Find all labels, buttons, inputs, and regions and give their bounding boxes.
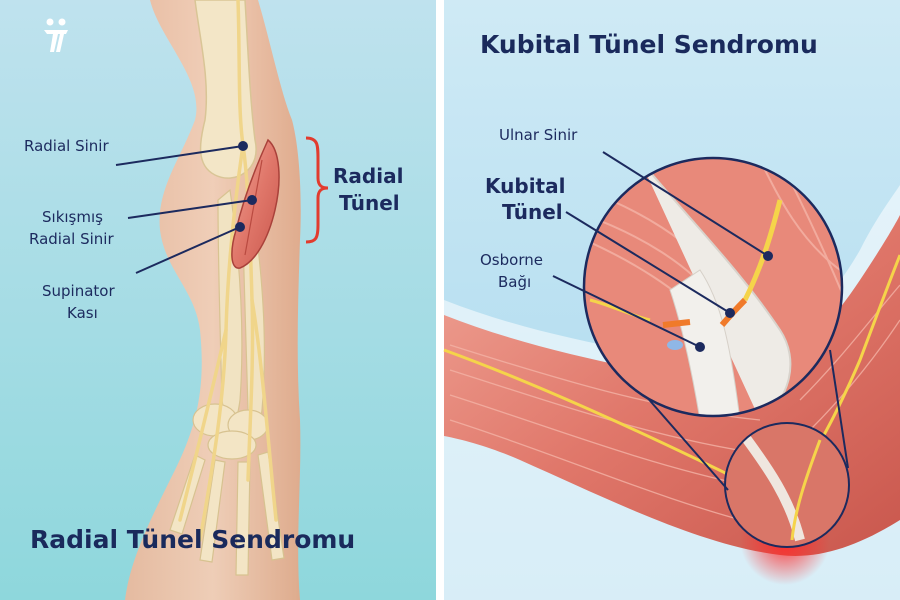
label-radial-sinir: Radial Sinir bbox=[24, 137, 109, 155]
label-supinator-line2: Kası bbox=[67, 304, 98, 322]
label-radial-tunel-line1: Radial bbox=[333, 164, 403, 188]
hand-bones bbox=[169, 403, 285, 576]
label-osborne-line1: Osborne bbox=[480, 251, 543, 269]
label-sikismis-line1: Sıkışmış bbox=[42, 208, 103, 226]
label-radial-tunel-line2: Tünel bbox=[339, 191, 400, 215]
radial-tunnel-bracket bbox=[305, 136, 329, 244]
right-panel: Ulnar Sinir Kubital Tünel Osborne Bağı K… bbox=[443, 0, 900, 600]
left-pointer-lines bbox=[115, 141, 257, 274]
label-osborne-line2: Bağı bbox=[498, 273, 531, 291]
panel-divider bbox=[436, 0, 444, 600]
label-kubital-line1: Kubital bbox=[485, 174, 565, 198]
label-supinator-line1: Supinator bbox=[42, 282, 115, 300]
zoom-circle bbox=[582, 156, 844, 418]
label-sikismis-line2: Radial Sinir bbox=[29, 230, 114, 248]
left-title: Radial Tünel Sendromu bbox=[30, 525, 355, 554]
right-title: Kubital Tünel Sendromu bbox=[480, 30, 818, 59]
zoom-connector-lines bbox=[644, 349, 849, 491]
stick-figures-logo-icon bbox=[44, 18, 68, 52]
left-panel: Radial Sinir Sıkışmış Radial Sinir Supin… bbox=[0, 0, 436, 600]
elbow-detail-circle bbox=[724, 422, 850, 548]
label-kubital-line2: Tünel bbox=[502, 200, 563, 224]
supinator-fiber bbox=[244, 159, 263, 256]
right-pointer-lines bbox=[552, 151, 773, 352]
label-ulnar-sinir: Ulnar Sinir bbox=[499, 126, 578, 144]
